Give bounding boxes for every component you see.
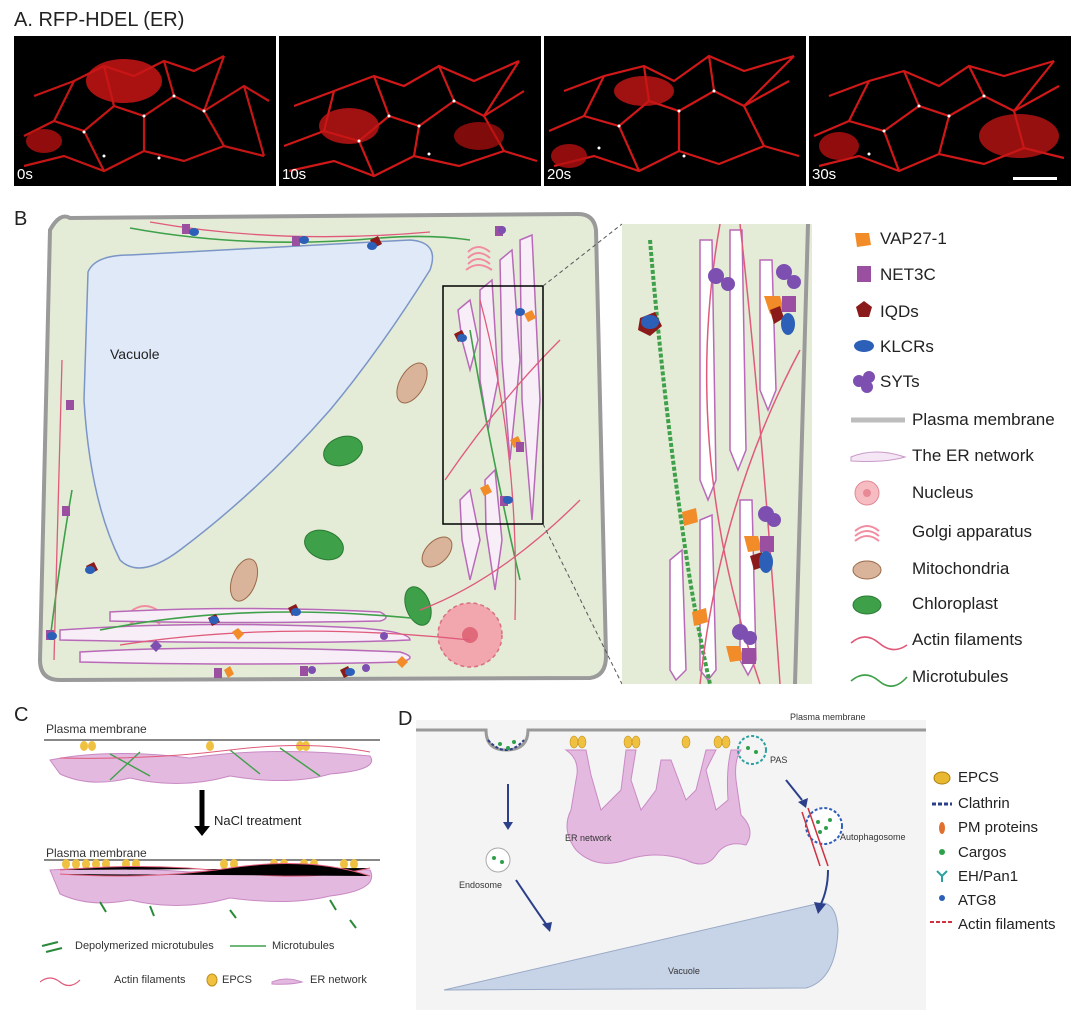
vacuole — [83, 239, 434, 569]
micrograph-10s: 10s — [279, 36, 541, 186]
timestamp-20s: 20s — [547, 166, 572, 183]
legend-mitochondria: Mitochondria — [912, 559, 1010, 578]
timestamp-30s: 30s — [812, 166, 837, 183]
actin-icon — [850, 636, 908, 651]
legend-d-actin: Actin filaments — [958, 916, 1056, 933]
legend-nucleus: Nucleus — [912, 483, 974, 502]
legend-depolymerized-mt: Depolymerized microtubules — [75, 940, 214, 952]
eh-pan1-icon — [936, 870, 948, 882]
er-network-bottom — [59, 607, 411, 665]
panel-d-vacuole-label: Vacuole — [668, 966, 700, 976]
microtubule-icon — [850, 674, 908, 687]
legend-d-epcs: EPCS — [958, 769, 999, 786]
vap27-icon — [855, 233, 871, 247]
legend-d-cargos: Cargos — [958, 844, 1007, 861]
legend-chloroplast: Chloroplast — [912, 594, 998, 613]
legend-c-microtubules: Microtubules — [272, 940, 335, 952]
panel-c-legend-icons — [40, 973, 304, 987]
panel-d-pm-label: Plasma membrane — [790, 712, 866, 722]
panel-d-legend-icons — [930, 771, 954, 923]
legend-d-clathrin: Clathrin — [958, 795, 1010, 812]
panel-c-pm-label-bottom: Plasma membrane — [46, 846, 147, 860]
mitochondria-icon — [852, 560, 882, 580]
zoom-panel — [622, 224, 812, 684]
syt-icon — [853, 371, 875, 393]
pas-label: PAS — [770, 755, 788, 765]
iqd-icon — [856, 301, 872, 317]
net3c-icon — [857, 266, 871, 282]
nucleus — [437, 602, 503, 668]
panel-b-letter: B — [14, 208, 28, 230]
cargo-icon — [939, 849, 945, 855]
legend-klcrs: KLCRs — [880, 337, 934, 356]
legend-iqds: IQDs — [880, 302, 919, 321]
micrograph-30s: 30s — [809, 36, 1071, 186]
legend-microtubules: Microtubules — [912, 667, 1009, 686]
endocytic-pit — [487, 739, 525, 751]
legend-c-epcs: EPCS — [222, 974, 252, 986]
legend-c-actin: Actin filaments — [114, 974, 186, 986]
golgi-icon — [854, 525, 880, 542]
atg8-icon — [939, 895, 945, 901]
epcs-icon — [933, 771, 951, 785]
legend-d-atg8: ATG8 — [958, 892, 997, 909]
er-network-right — [457, 233, 541, 591]
micrograph-20s: 20s — [544, 36, 806, 186]
er-network-icon — [850, 451, 907, 462]
micrograph-0s: 0s — [14, 36, 276, 186]
legend-plasma-membrane: Plasma membrane — [912, 410, 1055, 429]
endosome-label: Endosome — [459, 880, 503, 890]
panel-c-pm-label-top: Plasma membrane — [46, 722, 147, 736]
zoom-box — [442, 285, 544, 525]
klcr-icon — [854, 340, 874, 352]
legend-vap27: VAP27-1 — [880, 229, 947, 248]
legend-golgi: Golgi apparatus — [912, 522, 1033, 541]
er-network-label: ER network — [565, 833, 612, 843]
panel-d-letter: D — [398, 708, 413, 730]
legend-d-pm-proteins: PM proteins — [958, 819, 1039, 836]
panel-c-letter: C — [14, 704, 29, 726]
autophagosome-label: Autophagosome — [840, 832, 906, 842]
legend-d-eh-pan1: EH/Pan1 — [958, 868, 1019, 885]
timestamp-10s: 10s — [282, 166, 307, 183]
chloroplasts — [304, 435, 432, 626]
legend-net3c: NET3C — [880, 265, 936, 284]
protein-markers — [46, 224, 536, 678]
legend-actin: Actin filaments — [912, 630, 1023, 649]
mitochondria — [229, 362, 453, 602]
panel-a-letter: A — [14, 9, 28, 31]
panel-a-heading: RFP-HDEL (ER) — [38, 9, 185, 31]
chloroplast-icon — [852, 595, 882, 615]
panel-b-cell-diagram — [37, 211, 812, 685]
panel-d-diagram — [416, 720, 926, 1010]
panel-b-legend-icons — [850, 233, 908, 687]
microtubules — [49, 227, 521, 641]
legend-syts: SYTs — [880, 372, 920, 391]
actin-filaments — [53, 221, 581, 661]
vacuole-label: Vacuole — [110, 346, 160, 362]
nacl-treatment-label: NaCl treatment — [214, 813, 302, 828]
nucleus-icon — [854, 480, 880, 506]
legend-c-er: ER network — [310, 974, 367, 986]
panel-c-diagram — [41, 739, 380, 953]
panel-a-title: A. RFP-HDEL (ER) — [14, 9, 185, 31]
scale-bar — [1013, 177, 1057, 180]
legend-er-network: The ER network — [912, 446, 1034, 465]
timestamp-0s: 0s — [17, 166, 33, 183]
pm-protein-icon — [939, 822, 945, 834]
